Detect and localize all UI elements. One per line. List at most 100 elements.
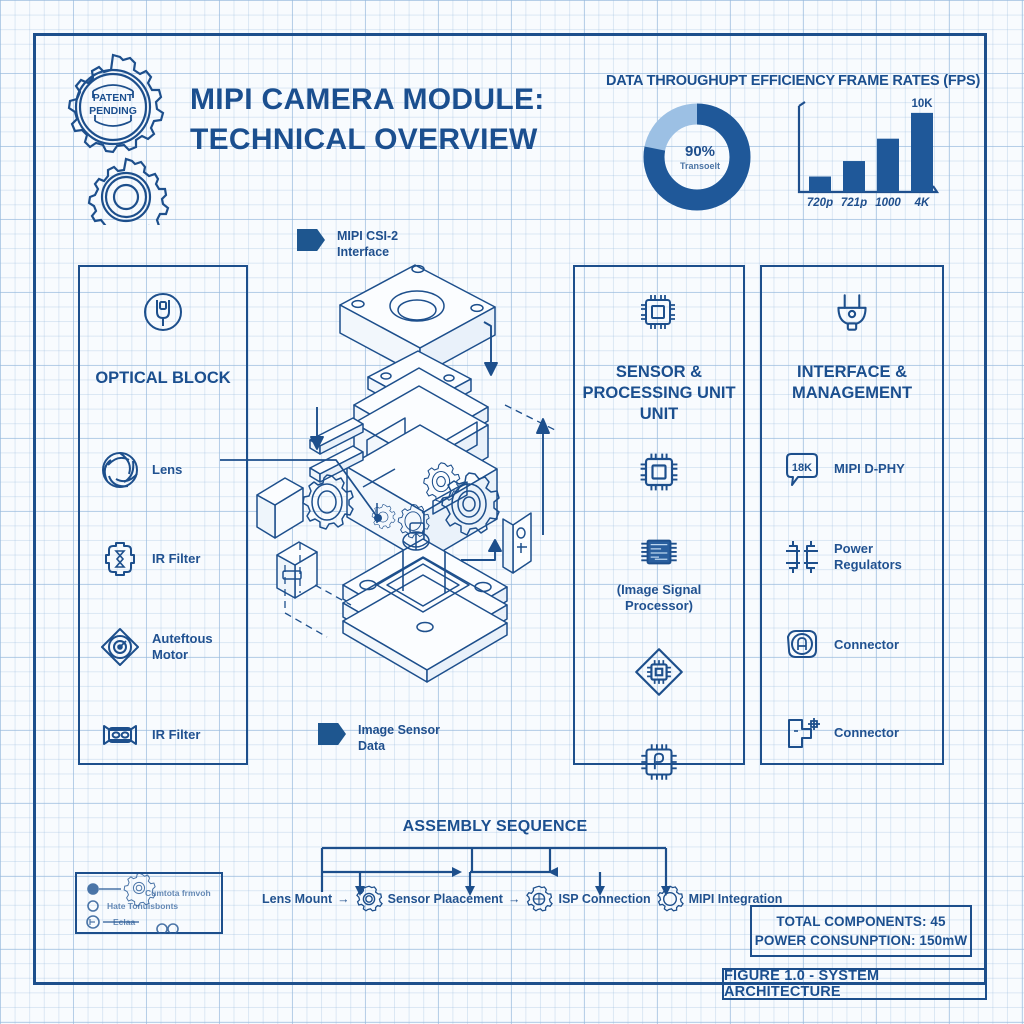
assembly-sequence-title: ASSEMBLY SEQUENCE [402, 818, 588, 835]
figure-caption: FIGURE 1.0 - SYSTEM ARCHITECTURE [724, 968, 880, 1000]
image-sensor-label-line1: Image Sensor [358, 723, 440, 737]
autofocus-target-icon [101, 628, 139, 666]
bar-4K [911, 112, 933, 192]
sensor-processing-title: SENSOR & PROCESSING UNIT UNIT [573, 362, 745, 425]
aperture-icon [102, 452, 138, 488]
sensor-item-chip-diamond[interactable] [573, 626, 745, 718]
camera-module-icon [103, 725, 137, 745]
page-title: MIPI CAMERA MODULE: TECHNICAL OVERVIEW [190, 80, 610, 160]
total-components-line: TOTAL COMPONENTS: 45 [776, 914, 946, 929]
title-line-1: MIPI CAMERA MODULE: [190, 83, 545, 116]
assembly-arrow-2: → [507, 892, 521, 906]
mipi-csi2-label-line1: MIPI CSI-2 [337, 229, 399, 243]
bar-chart-axis [797, 101, 940, 194]
title-line-2: TECHNICAL OVERVIEW [190, 123, 538, 157]
optical-item-motor-label1: Auteftous [152, 631, 213, 647]
gear-icon-1 [355, 885, 383, 912]
patent-badge-line2: PENDING [89, 105, 137, 117]
data-throughput-donut-chart: 90% Transoelt [637, 95, 757, 220]
bar-label-1000: 1000 [875, 197, 901, 208]
optical-item-ir-filter-1-label: IR Filter [152, 551, 201, 567]
optical-item-ir-filter-1[interactable]: IR Filter [98, 515, 250, 603]
diagram-actuator-ball [402, 531, 430, 551]
bar-series [809, 112, 933, 192]
bar-value-label-4K: 10K [911, 98, 933, 110]
chip-pin-icon [641, 744, 677, 780]
diagram-top-housing [339, 264, 496, 377]
connector-round-icon [787, 630, 817, 658]
sensor-items: (Image Signal Processor) [573, 428, 745, 806]
mipi-csi2-label-line2: Interface [337, 244, 390, 259]
interface-header-icon [827, 288, 877, 338]
marker-arrow-icon-2 [318, 723, 346, 745]
interface-title-line1: INTERFACE & [796, 363, 907, 381]
sensor-title-line1: SENSOR & [615, 363, 703, 381]
gear-icon-3 [656, 885, 684, 912]
column-sensor-processing [573, 265, 745, 765]
optical-item-lens[interactable]: Lens [98, 425, 250, 515]
assembly-step-3[interactable]: ISP Connection [558, 892, 651, 906]
regulator-icon [786, 541, 818, 573]
assembly-step-2[interactable]: Sensor Plaacement [387, 892, 503, 906]
connector-2-label: Connector [834, 725, 899, 741]
sensor-item-chip[interactable] [573, 428, 745, 516]
badge-text: 18K [792, 462, 812, 474]
sensor-item-chip-pin[interactable] [573, 718, 745, 806]
bar-721p [843, 161, 865, 192]
sensor-title-line3: UNIT [639, 405, 679, 424]
interface-title-line2: MANAGEMENT [791, 384, 913, 403]
lens-callout-leader-line [220, 459, 382, 522]
diagram-flow-arrows [310, 321, 550, 561]
mipi-csi2-marker: MIPI CSI-2 Interface [297, 229, 398, 260]
legend-row-2: Hate Tonuisbonts [107, 901, 178, 911]
interface-management-title: INTERFACE & MANAGEMENT [760, 362, 944, 404]
optical-item-lens-label: Lens [152, 462, 183, 478]
interface-items: 18K MIPI D-PHY Power Regulators Connecto… [780, 425, 945, 777]
patent-badge-line1: PATENT [93, 92, 134, 104]
optical-title-line1: OPTICAL BLOCK [95, 369, 231, 387]
legend-row-3: Eclaa [113, 917, 135, 927]
badge-bubble-icon: 18K [786, 453, 818, 486]
power-regulators-label1: Power [834, 541, 874, 557]
column-optical-block [78, 265, 248, 765]
image-sensor-data-marker: Image Sensor Data [318, 723, 440, 754]
interface-item-mipi-dphy[interactable]: 18K MIPI D-PHY [780, 425, 945, 513]
connector-plus-icon [788, 718, 820, 748]
sensor-title-line2: PROCESSING UNIT [582, 384, 736, 403]
interface-item-connector-2[interactable]: Connector [780, 689, 945, 777]
diagram-bracket-right [502, 512, 532, 574]
assembly-arrow-1: → [337, 892, 350, 906]
sensor-header-icon [634, 288, 682, 336]
optical-block-title: OPTICAL BLOCK [78, 368, 248, 389]
legend-row-1: Cumtota frmvoh [145, 888, 211, 898]
isp-label-line2: Processor) [625, 598, 693, 613]
interface-item-connector-1[interactable]: Connector [780, 601, 945, 689]
assembly-steps: Lens Mount → Sensor Plaacement → ISP Con… [262, 885, 782, 913]
patent-pending-badge: PATENT PENDING [58, 50, 173, 242]
diagram-sensor-board [342, 538, 508, 683]
column-interface-management [760, 265, 944, 765]
summary-info-box: TOTAL COMPONENTS: 45 POWER CONSUNPTION: … [750, 905, 972, 957]
marker-arrow-icon [297, 229, 325, 251]
optical-item-autofocus-motor[interactable]: Auteftous Motor [98, 603, 250, 691]
diagram-construction-lines [284, 404, 556, 638]
connector-1-label: Connector [834, 637, 899, 653]
exploded-camera-module-diagram [255, 255, 575, 725]
assembly-step-4[interactable]: MIPI Integration [688, 892, 783, 906]
optical-items: Lens IR Filter Auteftous Motor [98, 425, 250, 779]
donut-center-value: 90% [685, 143, 715, 160]
mipi-dphy-label: MIPI D-PHY [834, 461, 905, 477]
optical-item-ir-filter-2-label: IR Filter [152, 727, 201, 743]
diagram-side-components-left [256, 477, 318, 599]
donut-center-sublabel: Transoelt [680, 161, 720, 171]
sensor-item-isp[interactable]: (Image Signal Processor) [573, 516, 745, 626]
interface-item-power-regulators[interactable]: Power Regulators [780, 513, 945, 601]
optical-item-motor-label2: Motor [152, 647, 189, 662]
assembly-step-1[interactable]: Lens Mount [262, 892, 333, 906]
bar-720p [809, 176, 831, 192]
optical-item-ir-filter-2[interactable]: IR Filter [98, 691, 250, 779]
power-regulators-label2: Regulators [834, 557, 902, 572]
bar-chart-title: FRAME RATES (FPS) [838, 73, 981, 89]
